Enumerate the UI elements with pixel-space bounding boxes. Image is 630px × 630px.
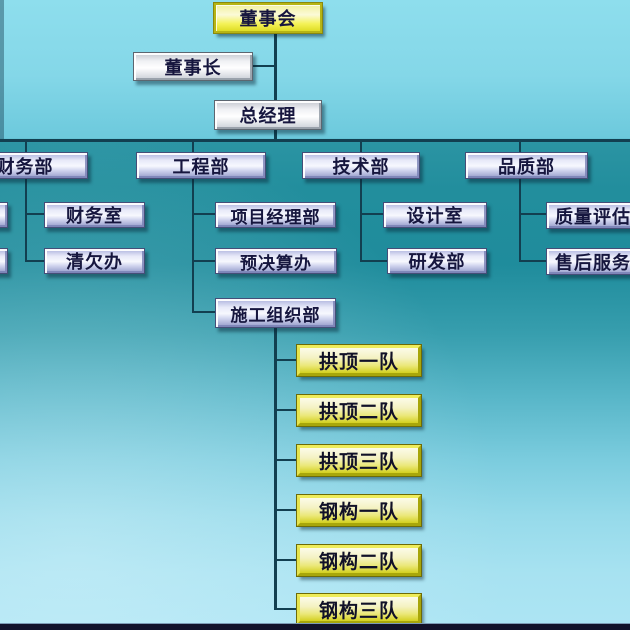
- node-dept-quality-label: 品质部: [498, 156, 555, 178]
- node-team-arch-3-label: 拱顶三队: [318, 451, 399, 473]
- node-construction-org-dept-label: 施工组织部: [230, 305, 321, 326]
- connector-tick-finance-office: [25, 213, 45, 215]
- connector-tick-team-1: [274, 359, 298, 361]
- node-team-arch-2: 拱顶二队: [297, 395, 421, 426]
- connector-tick-team-4: [274, 509, 298, 511]
- node-team-arch-1-label: 拱顶一队: [318, 351, 399, 373]
- connector-spine-technology: [360, 178, 362, 262]
- node-debt-clearing-office: 清欠办: [44, 248, 145, 274]
- node-team-arch-3: 拱顶三队: [297, 445, 421, 476]
- bottom-letterbox-bar: [0, 623, 630, 630]
- node-construction-org-dept: 施工组织部: [215, 298, 336, 328]
- node-team-arch-2-label: 拱顶二队: [318, 401, 399, 423]
- connector-tick-team-2: [274, 409, 298, 411]
- node-team-steel-2: 钢构二队: [297, 545, 421, 576]
- node-finance-office-label: 财务室: [66, 206, 123, 227]
- connector-tick-debt-office: [25, 260, 45, 262]
- connector-stub-technology: [360, 141, 362, 153]
- node-dept-finance-label: 财务部: [0, 156, 54, 178]
- connector-tick-team-3: [274, 459, 298, 461]
- node-team-steel-1-label: 钢构一队: [318, 501, 399, 523]
- node-budget-office-label: 预决算办: [240, 253, 312, 274]
- connector-stub-quality: [519, 141, 521, 153]
- connector-tick-pm-dept: [192, 213, 216, 215]
- node-rd-dept-label: 研发部: [408, 252, 466, 273]
- node-after-sales-service: 售后服务: [546, 248, 630, 275]
- connector-gm-to-rail: [274, 129, 277, 141]
- connector-spine-engineering: [192, 178, 194, 313]
- connector-spine-finance: [25, 178, 27, 262]
- connector-stub-finance: [25, 141, 27, 153]
- node-dept-engineering: 工程部: [136, 152, 266, 179]
- node-chairman-label: 董事长: [164, 57, 222, 79]
- connector-tick-team-5: [274, 559, 298, 561]
- node-rd-dept: 研发部: [387, 248, 487, 274]
- node-budget-office: 预决算办: [215, 248, 337, 274]
- connector-tick-design-office: [360, 213, 384, 215]
- connector-tick-budget-office: [192, 260, 216, 262]
- node-quality-assessment: 质量评估: [546, 202, 630, 229]
- node-design-office-label: 设计室: [406, 206, 464, 227]
- node-general-manager: 总经理: [214, 100, 322, 130]
- node-quality-assessment-label: 质量评估: [555, 206, 630, 228]
- clipped-box-left-1: [0, 202, 8, 228]
- node-team-steel-3: 钢构三队: [297, 594, 421, 624]
- node-debt-clearing-office-label: 清欠办: [66, 252, 123, 273]
- connector-spine-teams: [274, 328, 277, 610]
- connector-tick-quality-assessment: [519, 213, 547, 215]
- node-design-office: 设计室: [383, 202, 487, 228]
- node-chairman: 董事长: [133, 52, 253, 81]
- node-dept-quality: 品质部: [465, 152, 588, 179]
- connector-tick-team-6: [274, 608, 298, 610]
- connector-spine-quality: [519, 178, 521, 262]
- connector-tick-rd-dept: [360, 260, 388, 262]
- node-dept-engineering-label: 工程部: [172, 156, 230, 178]
- connector-stub-engineering: [192, 141, 194, 153]
- node-board: 董事会: [214, 3, 322, 33]
- left-edge-shade: [0, 0, 4, 140]
- node-project-manager-dept: 项目经理部: [215, 202, 336, 228]
- node-team-arch-1: 拱顶一队: [297, 345, 421, 376]
- connector-main-rail: [0, 139, 630, 142]
- node-dept-technology: 技术部: [302, 152, 420, 179]
- node-board-label: 董事会: [239, 9, 297, 30]
- node-finance-office: 财务室: [44, 202, 145, 228]
- node-dept-finance: 财务部: [0, 152, 88, 179]
- node-project-manager-dept-label: 项目经理部: [230, 207, 321, 228]
- node-general-manager-label: 总经理: [239, 106, 297, 127]
- node-team-steel-3-label: 钢构三队: [318, 599, 399, 622]
- connector-tick-after-sales: [519, 260, 547, 262]
- node-after-sales-service-label: 售后服务: [555, 252, 630, 274]
- connector-tick-construction-dept: [192, 311, 216, 313]
- connector-chairman-tick: [252, 65, 276, 67]
- node-dept-technology-label: 技术部: [332, 156, 390, 178]
- node-team-steel-2-label: 钢构二队: [318, 551, 399, 573]
- node-team-steel-1: 钢构一队: [297, 495, 421, 526]
- clipped-box-left-2: [0, 248, 8, 274]
